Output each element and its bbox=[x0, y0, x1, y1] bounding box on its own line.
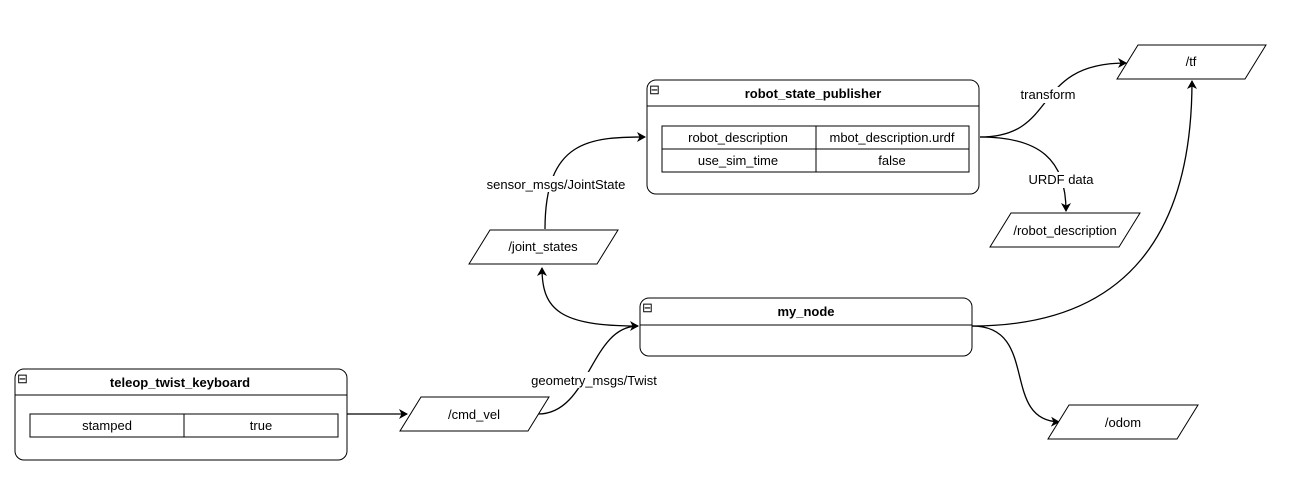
node-teleop-twist-keyboard[interactable]: ⊟ teleop_twist_keyboard stamped true bbox=[14, 368, 348, 461]
edge-label-geometry-msgs: geometry_msgs/Twist bbox=[531, 373, 657, 388]
collapse-icon[interactable]: ⊟ bbox=[17, 371, 28, 386]
topic-label-cmd-vel: /cmd_vel bbox=[448, 407, 500, 422]
edge-label-urdf-data: URDF data bbox=[1028, 172, 1094, 187]
edge-joint-states-to-rsp bbox=[544, 132, 646, 230]
topic-label-tf: /tf bbox=[1186, 54, 1197, 69]
node-title-teleop: teleop_twist_keyboard bbox=[110, 375, 250, 390]
edge-rsp-to-robot-description bbox=[979, 136, 1071, 212]
node-title-robot-state-publisher: robot_state_publisher bbox=[745, 86, 882, 101]
node-title-my-node: my_node bbox=[777, 304, 834, 319]
node-robot-state-publisher[interactable]: ⊟ robot_state_publisher robot_descriptio… bbox=[646, 79, 980, 195]
topic-label-odom: /odom bbox=[1105, 415, 1141, 430]
param-key-robot-description: robot_description bbox=[688, 130, 788, 145]
param-value-use-sim-time: false bbox=[878, 153, 905, 168]
edge-joint-states-my-node bbox=[537, 267, 639, 327]
edge-my-node-to-tf bbox=[971, 80, 1197, 327]
param-value-robot-description: mbot_description.urdf bbox=[829, 130, 954, 145]
topic-odom[interactable]: /odom bbox=[1047, 404, 1199, 440]
edge-label-joint-state: sensor_msgs/JointState bbox=[487, 177, 626, 192]
topic-label-robot-description: /robot_description bbox=[1013, 223, 1116, 238]
collapse-icon[interactable]: ⊟ bbox=[642, 300, 653, 315]
param-value-stamped: true bbox=[250, 418, 272, 433]
topic-joint-states[interactable]: /joint_states bbox=[468, 229, 619, 265]
param-key-stamped: stamped bbox=[82, 418, 132, 433]
node-my-node[interactable]: ⊟ my_node bbox=[639, 297, 973, 357]
topic-tf[interactable]: /tf bbox=[1116, 44, 1267, 80]
edge-cmd-vel-to-my-node bbox=[537, 321, 639, 415]
edge-label-transform: transform bbox=[1021, 87, 1076, 102]
collapse-icon[interactable]: ⊟ bbox=[649, 82, 660, 97]
edge-labels: geometry_msgs/Twist sensor_msgs/JointSta… bbox=[484, 87, 1097, 388]
topic-robot-description[interactable]: /robot_description bbox=[989, 212, 1141, 248]
edge-my-node-to-odom bbox=[971, 325, 1060, 427]
param-key-use-sim-time: use_sim_time bbox=[698, 153, 778, 168]
topic-cmd-vel[interactable]: /cmd_vel bbox=[399, 396, 550, 432]
topic-label-joint-states: /joint_states bbox=[508, 239, 578, 254]
